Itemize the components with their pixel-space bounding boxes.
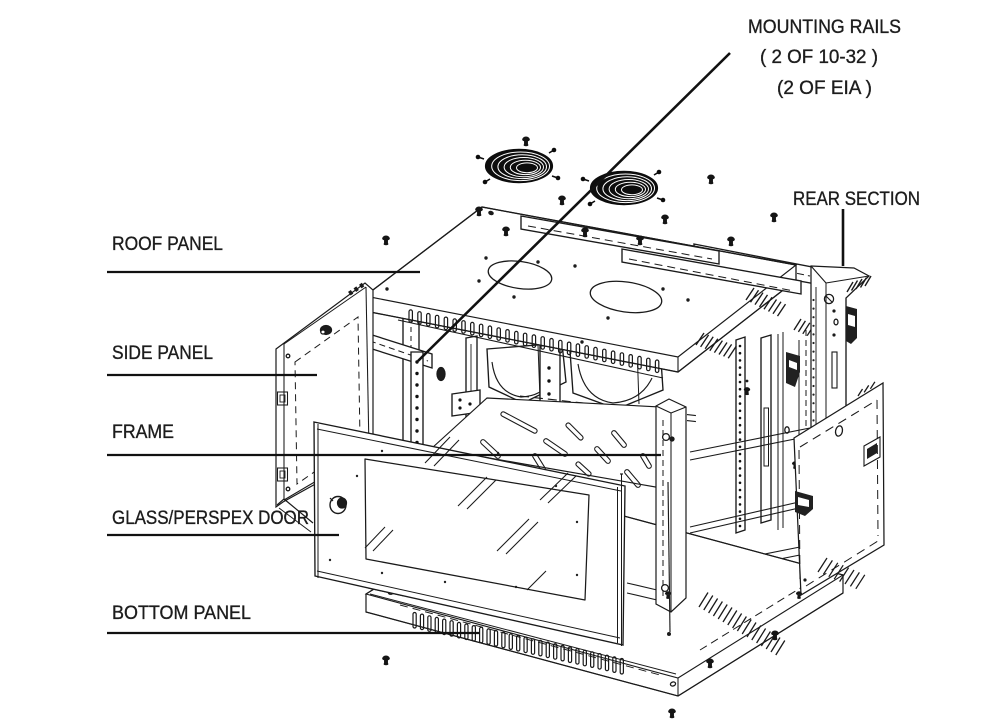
svg-text:BOTTOM PANEL: BOTTOM PANEL [112, 602, 251, 624]
svg-text:ROOF PANEL: ROOF PANEL [112, 233, 223, 255]
svg-text:GLASS/PERSPEX DOOR: GLASS/PERSPEX DOOR [112, 507, 309, 529]
svg-text:MOUNTING RAILS: MOUNTING RAILS [748, 16, 901, 38]
svg-text:REAR SECTION: REAR SECTION [793, 188, 920, 210]
svg-text:FRAME: FRAME [112, 421, 174, 443]
svg-text:SIDE PANEL: SIDE PANEL [112, 342, 213, 364]
svg-text:( 2 OF 10-32 ): ( 2 OF 10-32 ) [760, 46, 878, 68]
svg-text:(2 OF EIA ): (2 OF EIA ) [777, 77, 872, 99]
